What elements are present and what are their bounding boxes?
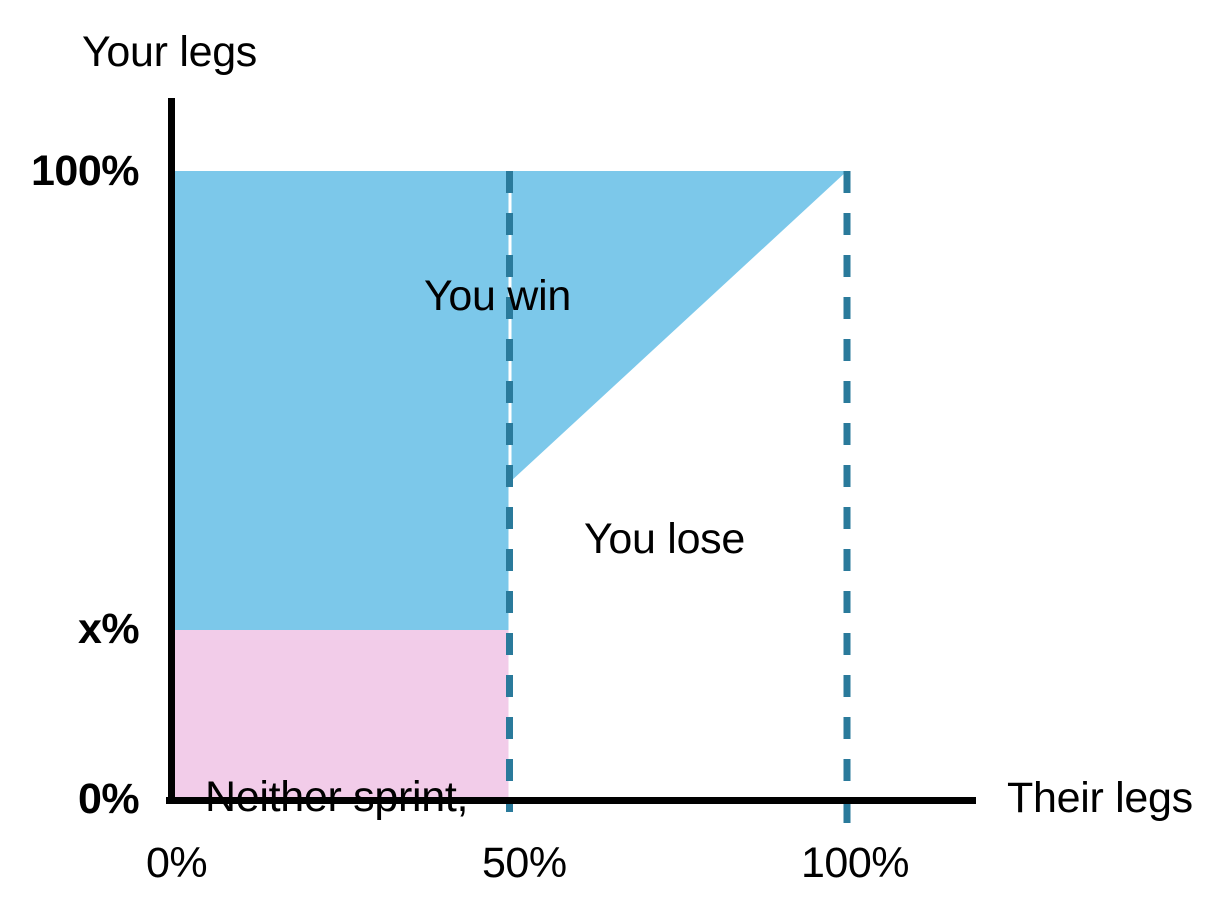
region-you-win	[171, 171, 847, 630]
y-tick-0: 0%	[78, 775, 140, 823]
region-label-you-win: You win	[424, 272, 571, 320]
y-tick-100: 100%	[31, 147, 139, 195]
y-tick-x-percent: x%	[78, 605, 140, 653]
win-right-triangle	[510, 171, 847, 482]
region-label-neither-sprint: Neither sprint, you win 0.5	[205, 660, 468, 922]
neither-sprint-line-1: Neither sprint,	[205, 773, 469, 822]
x-tick-50: 50%	[482, 839, 567, 887]
x-tick-100: 100%	[801, 839, 909, 887]
region-neither-sprint	[171, 630, 510, 800]
x-axis-title: Their legs	[1007, 774, 1193, 822]
y-axis-title: Your legs	[82, 28, 258, 76]
win-left-block	[171, 171, 510, 630]
region-label-you-lose: You lose	[584, 515, 745, 563]
x-tick-0: 0%	[146, 839, 208, 887]
